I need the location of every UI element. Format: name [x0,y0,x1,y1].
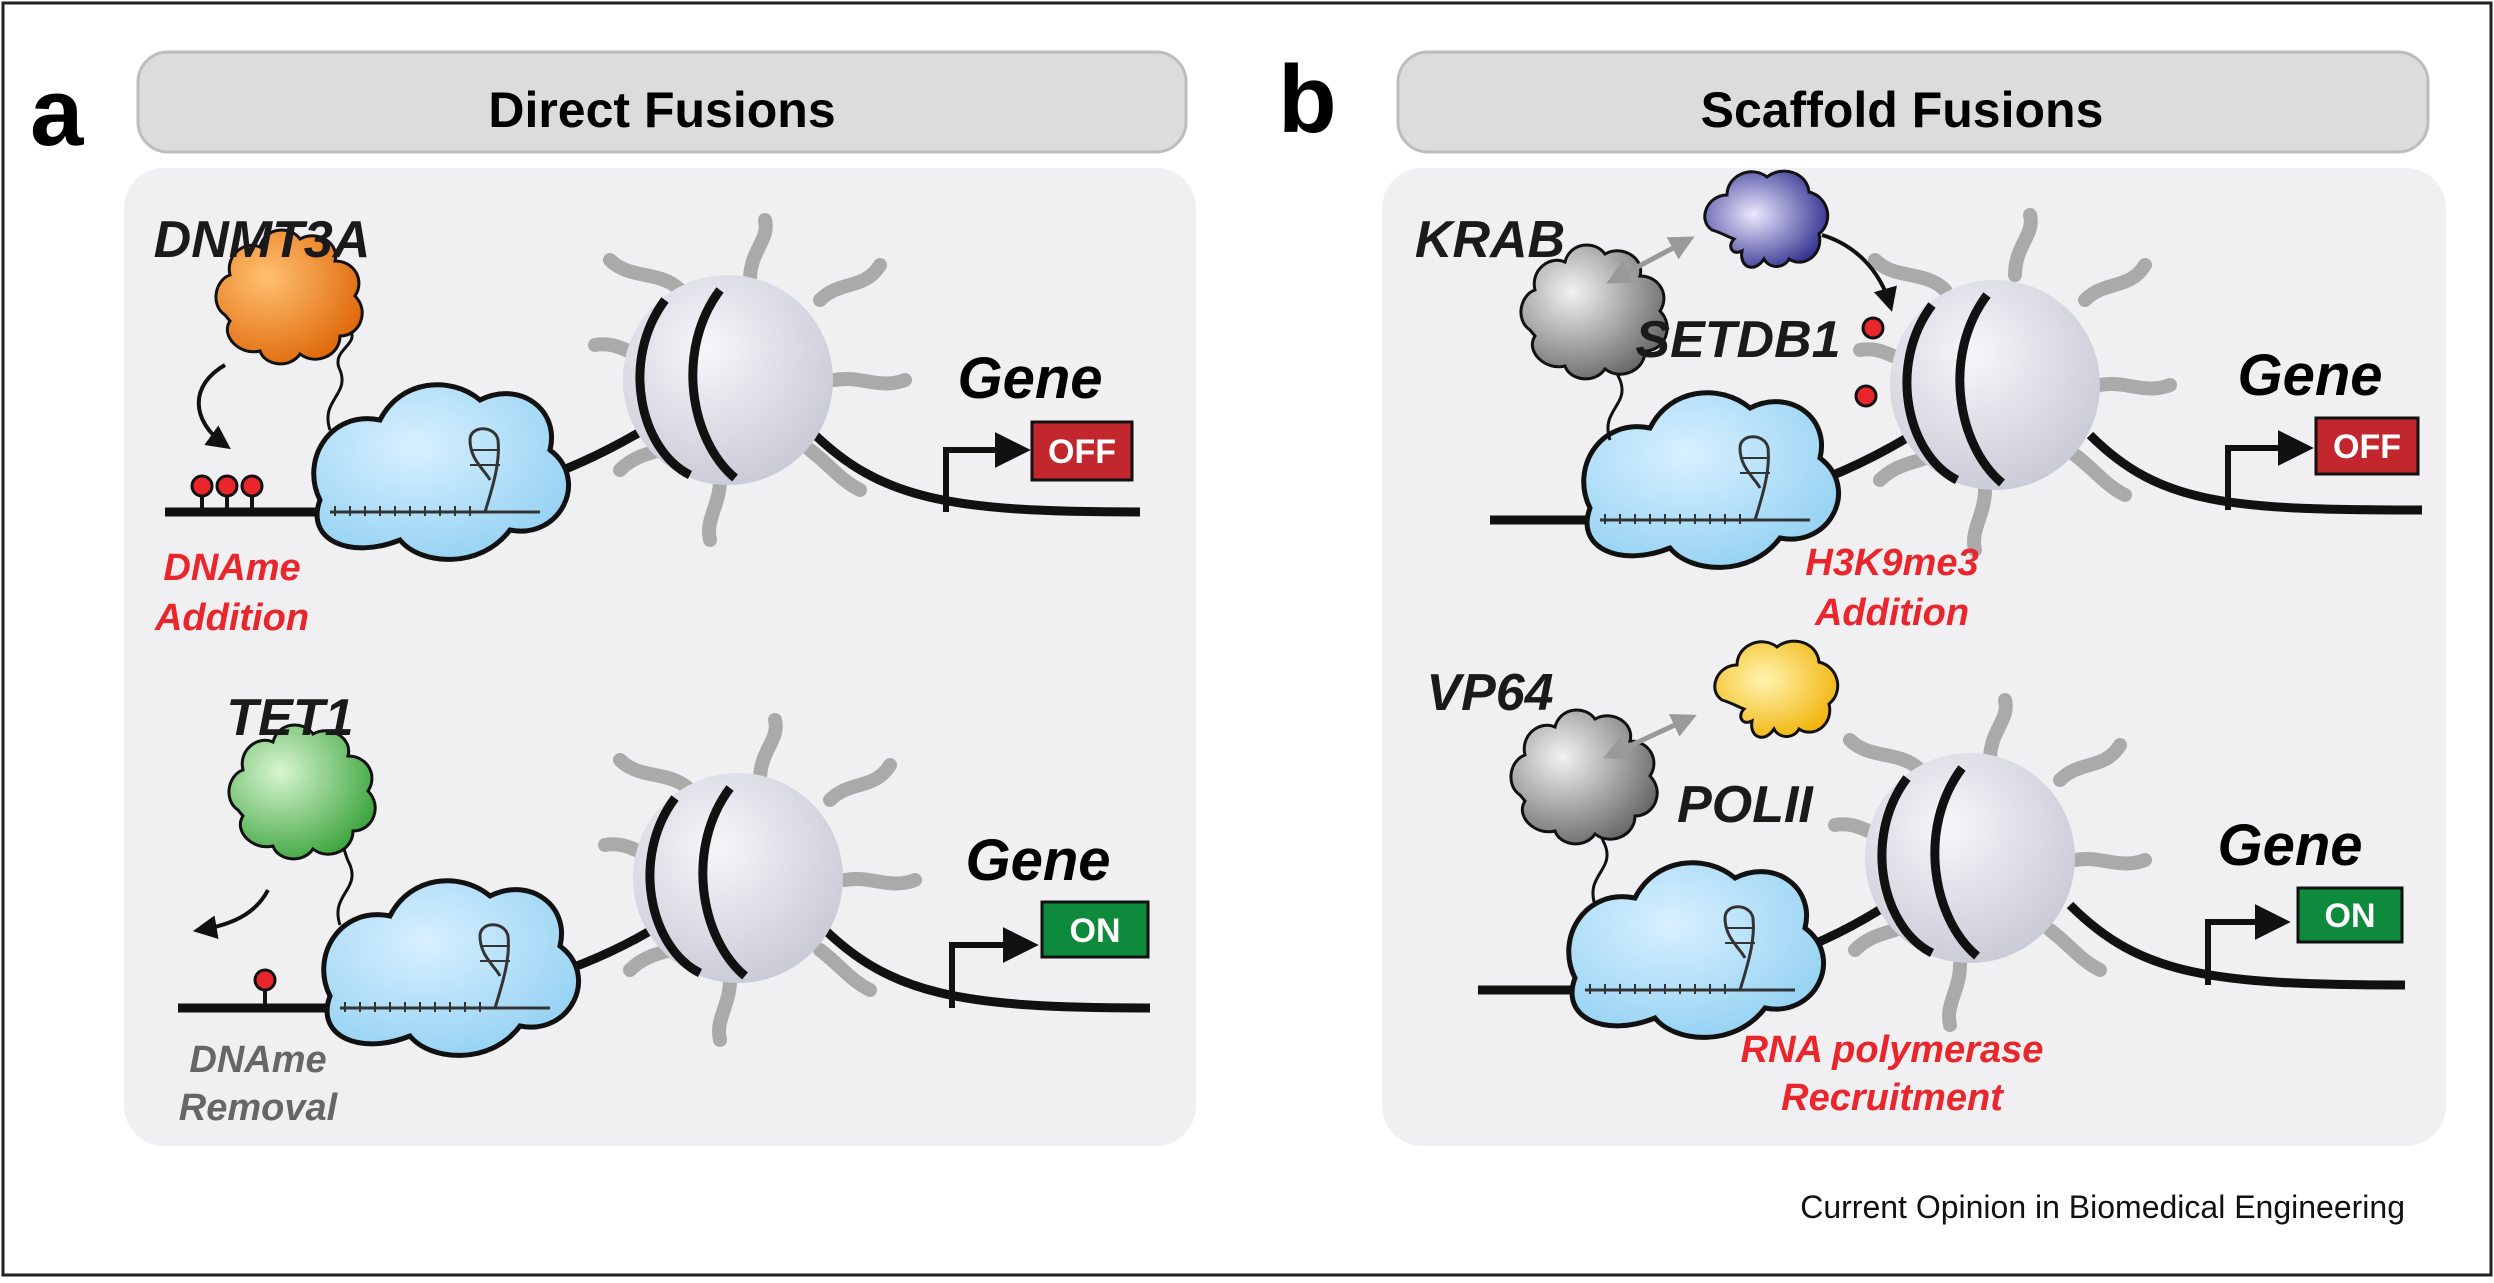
panel-b-bottom-row: ON Gene VP64 POLII RNA polymerase Recrui… [1426,639,2406,1119]
mark-label-line1: H3K9me3 [1805,542,1978,584]
catalysis-arrow [1821,233,1897,312]
gene-label: Gene [965,828,1110,893]
dcas9 [321,878,581,1058]
dnmt3a-protein [214,228,364,366]
polii-label: POLII [1677,776,1814,834]
panel-b-letter: b [1278,46,1337,153]
methyl-mark [1861,316,1885,340]
methyl-marks [253,968,277,1008]
promoter-arrow [2205,904,2291,985]
dna-wrap [1902,302,1960,485]
dna-wrap [645,795,703,978]
dna-wrap [635,297,693,480]
panel-b-title: Scaffold Fusions [1701,82,2104,138]
promoter-arrow [2225,430,2314,510]
panel-a-top-row: OFF Gene DNMT3A DNAme Addition [154,211,1141,639]
dna-strand [816,921,1151,1013]
mark-label-line1: DNAme [189,1039,326,1081]
dnmt3a-label: DNMT3A [154,211,371,269]
panel-a-bottom-row: ON Gene TET1 DNAme Removal [178,689,1151,1129]
mark-label-line1: DNAme [163,547,300,589]
gene-state-label: OFF [2333,428,2401,466]
panel-a-title: Direct Fusions [488,82,835,138]
polii-protein [1713,639,1840,739]
gene-on-badge [2296,886,2404,944]
histone-octamer [623,275,833,485]
linker [326,329,354,431]
dcas9-body [321,878,581,1058]
panel-b-top-row: OFF Gene KRAB SETDB1 H3K9me3 Addition [1415,169,2423,634]
dcas9-body [311,382,571,562]
dcas9-body [1566,860,1826,1040]
panel-a-header [136,50,1188,154]
dna-wrap [698,785,748,980]
krab-label: KRAB [1415,211,1565,269]
gene-off-badge [1030,420,1134,482]
gene-label: Gene [2217,813,2362,878]
dcas9 [1566,860,1826,1040]
tet1-label: TET1 [226,689,353,747]
mark-label-line2: Addition [1814,592,1969,634]
mark-label-line2: Removal [179,1087,339,1129]
promoter-arrow [943,432,1031,512]
interaction-arrow [1606,236,1695,284]
dna-wrap [1955,292,2005,487]
mark-label-line2: Addition [154,597,309,639]
setdb1-protein [1703,169,1830,269]
journal-credit: Current Opinion in Biomedical Engineerin… [1800,1189,2405,1225]
dcas9 [1581,390,1841,570]
dcas9-body [1581,390,1841,570]
panel-b-header [1396,50,2430,154]
setdb1-label: SETDB1 [1635,311,1840,369]
methyl-marks [190,474,264,512]
mark-label-line1: RNA polymerase [1741,1029,2044,1071]
removal-arrow [192,889,270,940]
vp64-label: VP64 [1426,664,1553,722]
interaction-arrow [1603,714,1697,759]
gene-state-label: OFF [1048,433,1116,471]
histone-octamer [1865,753,2075,963]
panel-a-letter: a [30,59,84,166]
dna-wrap [1930,765,1980,960]
gene-on-badge [1040,900,1150,959]
nucleosome [588,213,912,547]
promoter-arrow [949,927,1039,1008]
dna-wrap [1877,775,1935,958]
gene-state-label: ON [2325,897,2376,935]
histone-octamer [1890,280,2100,490]
nucleosome [598,713,922,1047]
gene-label: Gene [2237,343,2382,408]
nucleosome [1828,693,2152,1032]
dcas9 [311,382,571,562]
gene-state-label: ON [1070,912,1121,950]
dna-strand [806,426,1141,517]
gene-off-badge [2314,416,2420,476]
dna-strand [2086,431,2423,515]
methyl-mark [1854,384,1878,408]
gene-label: Gene [957,346,1102,411]
dna-strand [2066,901,2406,990]
histone-octamer [633,773,843,983]
dna-wrap [688,287,738,482]
nucleosome [1853,208,2177,557]
tet1-protein [227,723,377,861]
mark-label-line2: Recruitment [1781,1077,2004,1119]
catalysis-arrow [196,363,231,450]
